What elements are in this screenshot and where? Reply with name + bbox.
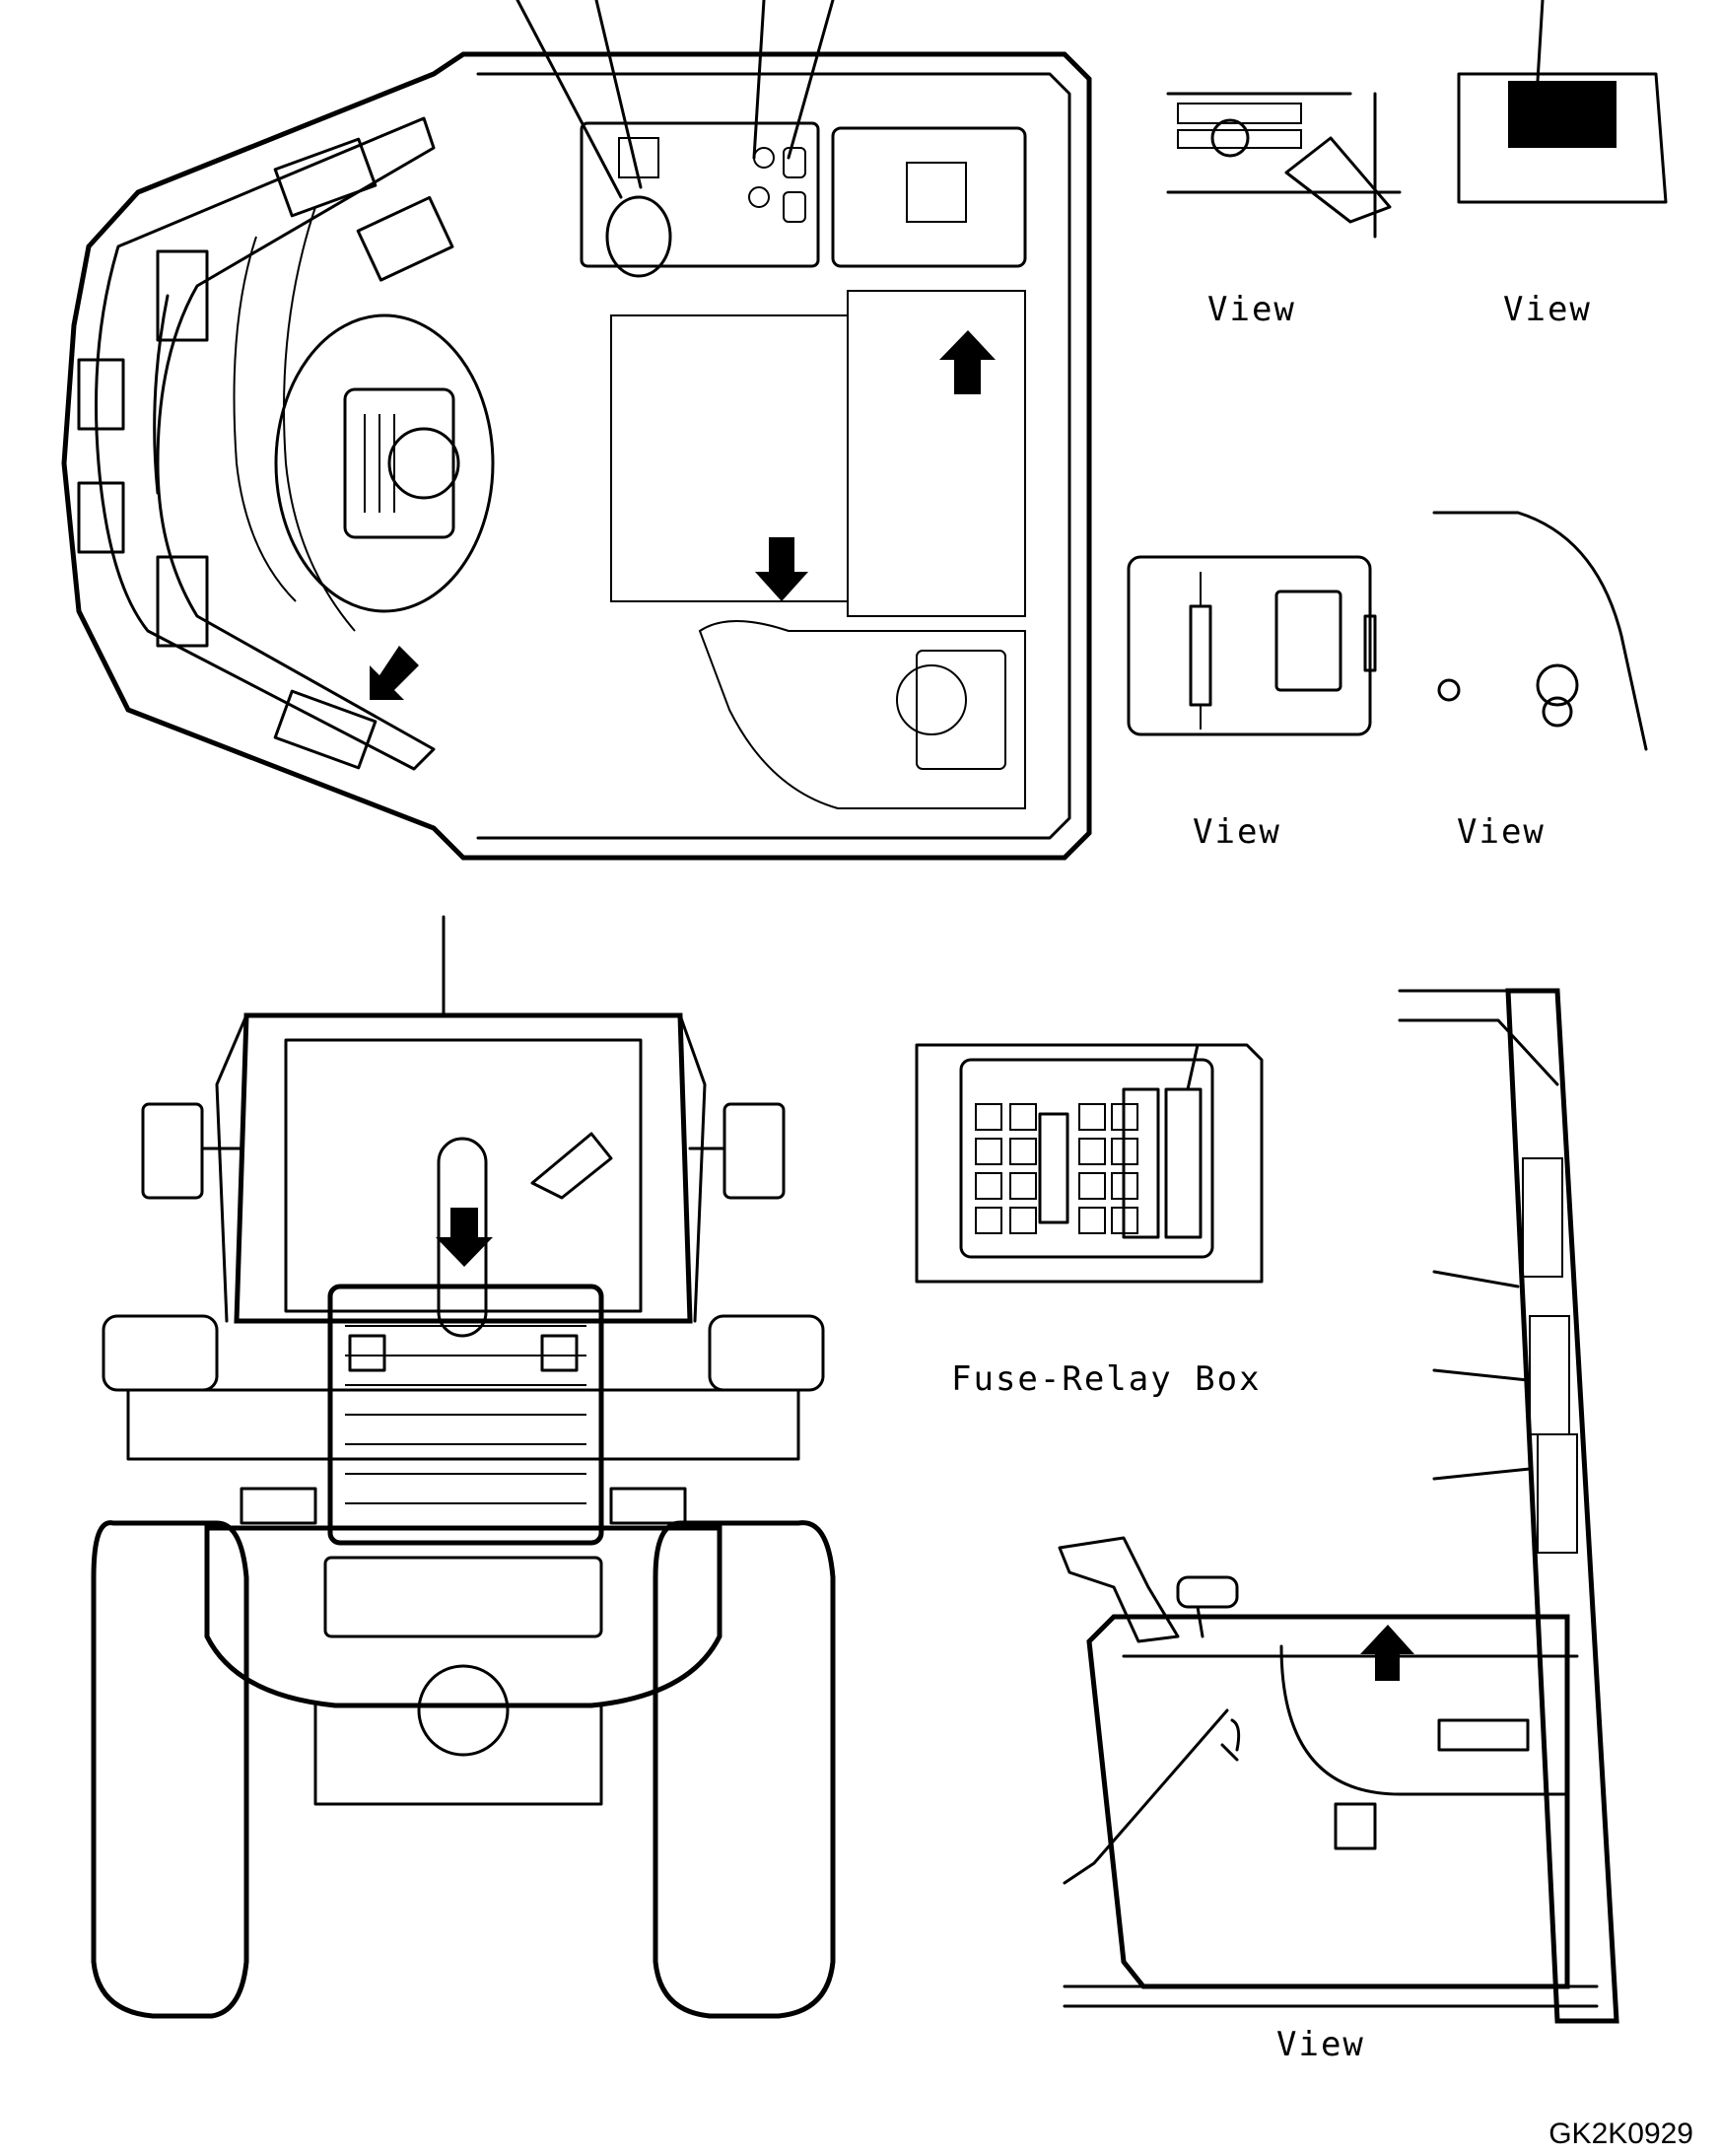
vent-icon [156,249,209,342]
vent-icon [156,555,209,648]
relay-grid [975,1103,1138,1234]
machine-front-view [91,915,836,2019]
tire-icon [91,1520,249,2019]
joystick-icon [605,195,672,278]
arrow-up-icon [939,330,996,394]
cab-pillar [1505,988,1619,2024]
label-plate-icon [1508,81,1617,148]
fuse-relay-box-label: Fuse-Relay Box [951,1359,1262,1399]
detail-view-1 [1166,92,1402,239]
monitor-icon [356,195,454,282]
detail-view-3 [1127,555,1377,736]
vent-icon [273,689,378,770]
mirror-icon [141,1102,204,1200]
cup-holder-icon [896,664,967,735]
arrow-up-icon [1360,1625,1414,1681]
floor-plate [610,314,849,602]
vent-icon [77,358,125,431]
fuse-relay-box-view [915,1043,1264,1284]
cab-top-view [61,0,1092,861]
cab-side-view [1058,988,1619,2024]
view-label: View [1207,290,1296,329]
drawing-code: GK2K0929 [1548,2118,1693,2150]
joystick-icon [1058,1536,1180,1643]
detail-view-4 [1432,511,1648,751]
tire-icon [653,1520,836,2019]
view-label: View [1193,812,1281,852]
right-console [580,121,820,268]
work-light-icon [102,1314,219,1392]
steering-column-icon [274,313,495,613]
arrow-down-icon [755,537,808,601]
hitch-icon [417,1664,510,1757]
detail-view-2 [1457,0,1668,204]
tail-light-icon [609,1487,687,1525]
work-light-icon [708,1314,825,1392]
view-label: View [1276,2025,1365,2064]
arrow-diagonal-icon [370,646,419,700]
vent-icon [77,481,125,554]
fuse-block-icon [1164,1087,1203,1239]
vent-icon [273,137,378,218]
tail-light-icon [240,1487,317,1525]
fuse-block-icon [1122,1087,1160,1239]
view-label: View [1503,290,1592,329]
mirror-icon [722,1102,786,1200]
view-label: View [1457,812,1546,852]
switch-icon [1334,1802,1377,1850]
arrow-down-icon [436,1208,493,1267]
